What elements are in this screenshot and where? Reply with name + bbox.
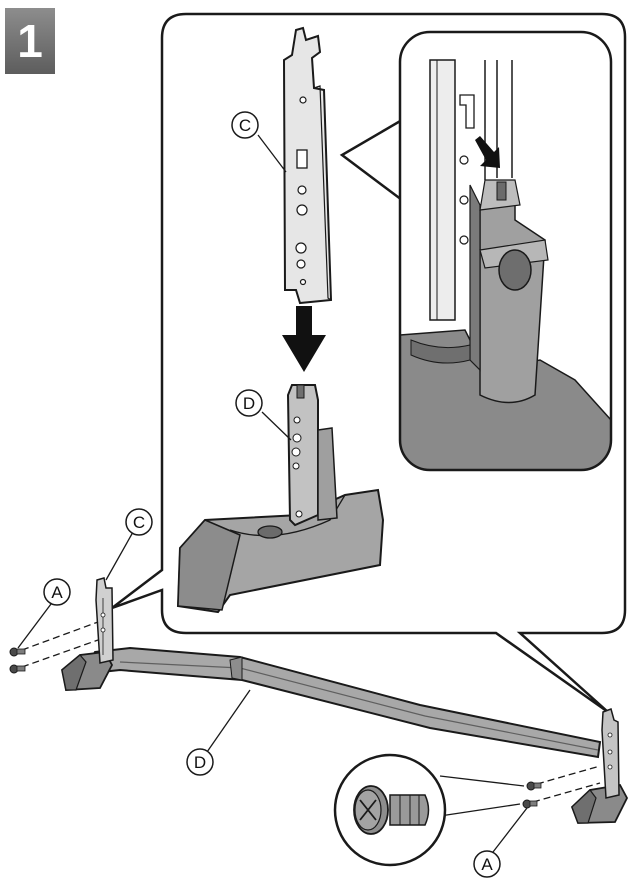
bracket-c <box>282 26 333 305</box>
label-a-left: A <box>51 583 63 602</box>
zoom-bracket <box>429 59 456 321</box>
stand-d-detail <box>176 384 385 614</box>
label-c-left: C <box>133 513 145 532</box>
zoom-stand-hole <box>498 249 532 291</box>
label-d-bar: D <box>194 753 206 772</box>
zoom-pointer <box>339 118 403 201</box>
screw-icon <box>9 647 26 657</box>
right-screws <box>522 765 601 809</box>
screw-icon <box>522 799 538 809</box>
label-c-main: C <box>239 116 251 135</box>
screw-icon <box>9 664 26 674</box>
step-number: 1 <box>17 15 43 67</box>
label-a-right: A <box>481 855 493 874</box>
left-screws <box>9 621 99 674</box>
screw-magnifier <box>333 753 525 867</box>
right-bracket <box>601 708 620 799</box>
phillips-screw-icon <box>353 785 430 835</box>
step-number-badge: 1 <box>5 8 55 74</box>
zoom-insert-arrow <box>475 136 500 168</box>
insert-arrow <box>282 306 326 372</box>
left-bracket-c <box>95 577 114 664</box>
zoom-inset <box>339 30 613 472</box>
screw-icon <box>526 781 542 791</box>
label-d-main: D <box>243 394 255 413</box>
